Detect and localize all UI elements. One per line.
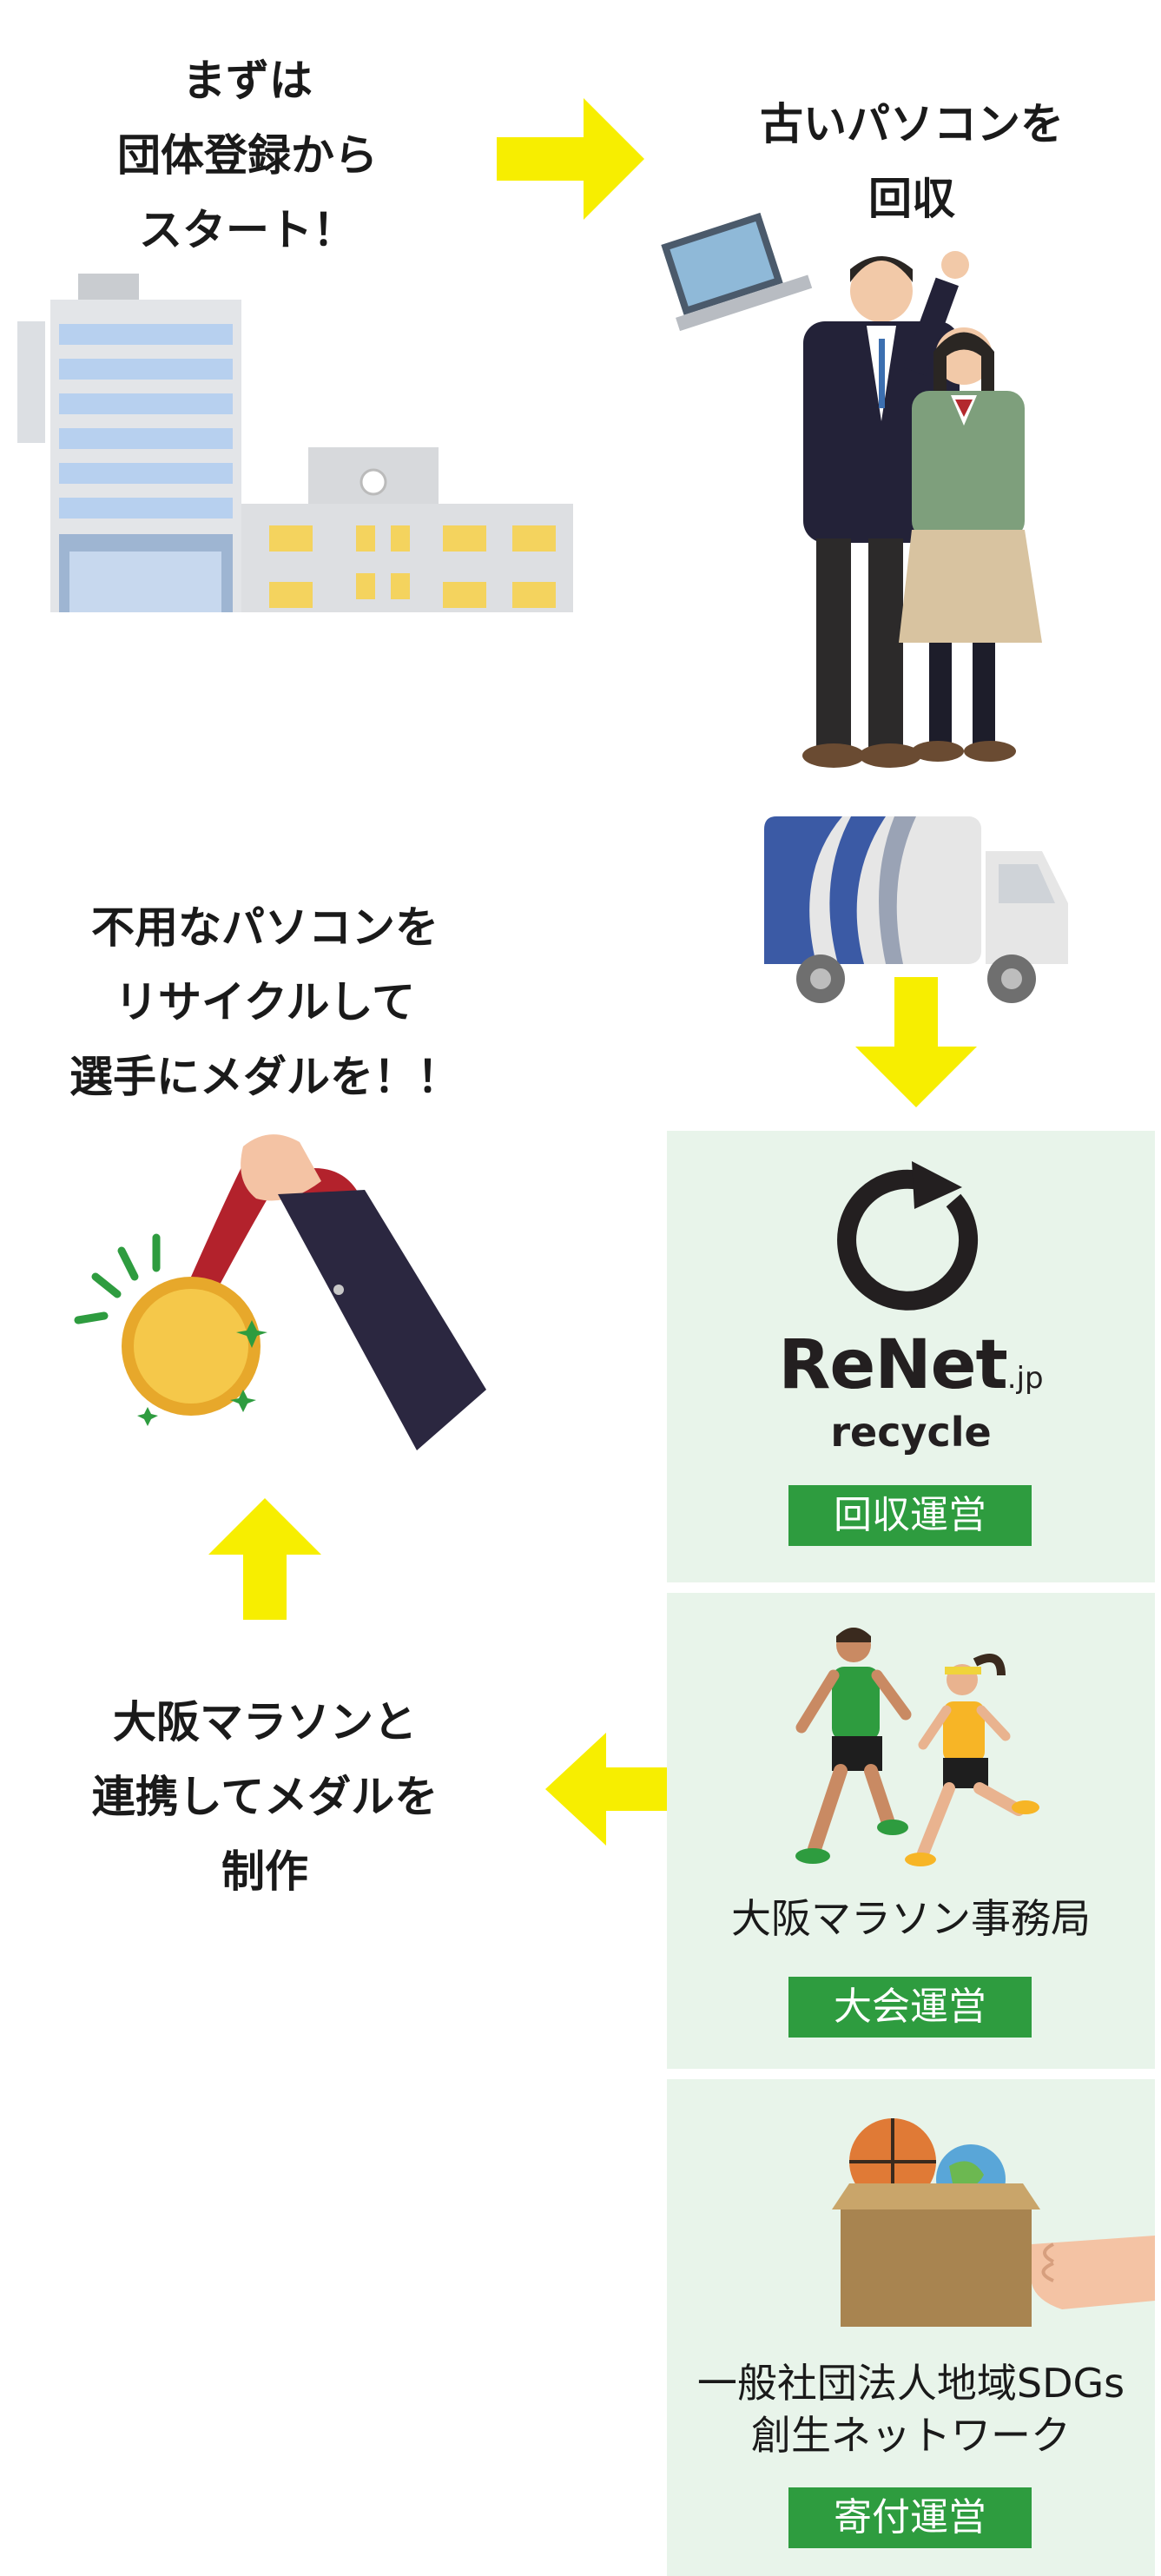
students-laptop-illustration — [661, 212, 1042, 768]
step1-line2: 団体登録から — [117, 130, 378, 181]
marathon-badge: 大会運営 — [788, 1977, 1032, 2038]
medal-heading: 大阪マラソンと 連携してメダルを 制作 — [52, 1685, 478, 1909]
step2-line2: 回収 — [868, 174, 955, 224]
arrow-up-icon — [208, 1498, 321, 1620]
arrow-right-icon — [497, 98, 644, 220]
step2-line1: 古いパソコンを — [760, 99, 1064, 149]
reward-heading: 不用なパソコンを リサイクルして 選手にメダルを！！ — [26, 890, 504, 1114]
renet-logo-main: ReNet — [778, 1326, 1007, 1404]
medal-line2: 連携してメダルを — [91, 1772, 439, 1822]
arrow-down-icon — [855, 977, 977, 1107]
recycle-logo-icon — [837, 1161, 979, 1311]
step2-heading: 古いパソコンを 回収 — [712, 87, 1112, 236]
arrow-left-icon — [545, 1733, 671, 1846]
renet-logo-suffix: .jp — [1006, 1361, 1044, 1396]
truck-icon — [764, 816, 1068, 1003]
sdgs-badge: 寄付運営 — [788, 2487, 1032, 2548]
school-building-illustration — [17, 274, 573, 612]
sdgs-org-line2: 創生ネットワーク — [751, 2412, 1071, 2459]
step1-line1: まずは — [182, 56, 313, 106]
reward-line3: 選手にメダルを！！ — [69, 1052, 460, 1102]
donation-box-illustration — [832, 2118, 1155, 2327]
runners-illustration — [795, 1628, 1039, 1866]
sdgs-org-line1: 一般社団法人地域SDGs — [696, 2360, 1125, 2407]
renet-logo: ReNet.jp — [667, 1326, 1155, 1404]
step1-heading: まずは 団体登録から スタート！ — [61, 43, 434, 268]
marathon-panel: 大阪マラソン事務局 大会運営 — [667, 1593, 1155, 2069]
renet-logo-sub: recycle — [830, 1409, 992, 1456]
reward-line2: リサイクルして — [115, 977, 415, 1027]
renet-panel: ReNet.jp recycle 回収運営 — [667, 1131, 1155, 1582]
medal-line1: 大阪マラソンと — [113, 1697, 417, 1747]
renet-badge: 回収運営 — [788, 1485, 1032, 1546]
sdgs-panel: 一般社団法人地域SDGs 創生ネットワーク 寄付運営 — [667, 2079, 1155, 2576]
reward-line1: 不用なパソコンを — [91, 902, 439, 953]
medal-line3: 制作 — [221, 1846, 308, 1897]
marathon-org-name: 大阪マラソン事務局 — [731, 1895, 1091, 1942]
step1-line3: スタート！ — [139, 205, 356, 255]
medal-hand-illustration — [74, 1134, 486, 1450]
